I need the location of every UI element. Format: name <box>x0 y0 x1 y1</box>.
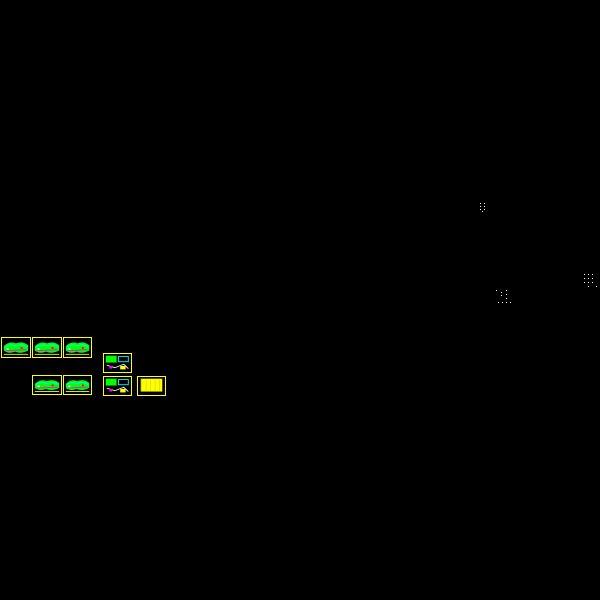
marker-dot <box>584 282 585 283</box>
plan-mark <box>37 385 40 388</box>
plan-line <box>66 382 89 385</box>
drawing-sheet-3[interactable] <box>63 337 92 358</box>
point-markers-a <box>480 203 488 213</box>
plan-line <box>67 349 88 352</box>
drawing-sheet-8[interactable] <box>137 376 166 396</box>
plan-fill <box>34 380 60 390</box>
marker-dot <box>592 274 593 275</box>
marker-dot <box>480 203 481 204</box>
plan-line <box>36 349 58 352</box>
marker-dot <box>584 274 585 275</box>
drawing-sheet-4[interactable] <box>32 375 62 395</box>
sheet-linework <box>140 378 163 392</box>
marker-dot <box>592 278 593 279</box>
detail-mark <box>109 389 113 392</box>
plan-fill <box>65 380 90 390</box>
plan-fill <box>34 342 60 353</box>
marker-dot <box>510 302 511 303</box>
marker-dot <box>506 290 507 291</box>
plan-mark <box>68 347 71 350</box>
plan-line <box>35 344 59 348</box>
marker-dot <box>588 278 589 279</box>
drawing-sheet-1[interactable] <box>1 337 31 358</box>
plan-line <box>36 386 58 389</box>
detail-fill <box>105 378 117 386</box>
marker-dot <box>480 209 481 210</box>
marker-dot <box>496 290 497 291</box>
sheet-linework <box>34 380 60 392</box>
sheet-linework <box>65 380 90 392</box>
point-markers-c <box>584 274 598 290</box>
marker-dot <box>588 286 589 287</box>
plan-fill <box>65 342 90 353</box>
marker-dot <box>506 298 507 299</box>
marker-dot <box>484 206 485 207</box>
detail-box <box>117 379 129 386</box>
detail-mark <box>109 366 113 369</box>
marker-dot <box>484 203 485 204</box>
marker-dot <box>502 302 503 303</box>
marker-dot <box>592 282 593 283</box>
detail-box <box>117 356 129 363</box>
marker-dot <box>480 206 481 207</box>
sheet-linework <box>65 342 90 355</box>
plan-mark <box>68 385 71 388</box>
plan-line <box>67 386 88 389</box>
plan-mark <box>82 347 84 349</box>
point-markers-b <box>496 290 514 306</box>
sheet-linework <box>105 378 129 393</box>
plan-line <box>66 344 89 348</box>
marker-dot <box>501 292 502 293</box>
drawing-sheet-6[interactable] <box>103 353 132 373</box>
marker-dot <box>588 274 589 275</box>
detail-mark <box>120 389 126 393</box>
plan-mark <box>37 347 40 350</box>
plan-line <box>5 349 27 352</box>
marker-dot <box>588 282 589 283</box>
marker-dot <box>506 302 507 303</box>
marker-dot <box>584 278 585 279</box>
marker-dot <box>482 211 483 212</box>
sheet-linework <box>105 355 129 370</box>
plan-mark <box>51 384 54 387</box>
sheet-linework <box>34 342 60 355</box>
marker-dot <box>506 294 507 295</box>
marker-dot <box>596 286 597 287</box>
marker-dot <box>484 209 485 210</box>
plan-line <box>4 344 28 348</box>
sheet-linework <box>3 342 29 355</box>
drawing-sheet-7[interactable] <box>103 376 132 396</box>
detail-fill <box>105 355 117 363</box>
plan-mark <box>20 347 23 349</box>
marker-dot <box>498 302 499 303</box>
plan-fill <box>3 342 29 353</box>
plan-mark <box>82 384 84 387</box>
drawing-sheet-5[interactable] <box>63 375 92 395</box>
marker-dot <box>501 295 502 296</box>
plan-mark <box>51 347 54 349</box>
plan-mark <box>6 347 9 350</box>
detail-mark <box>120 366 126 370</box>
drawing-sheet-2[interactable] <box>32 337 62 358</box>
hatch-fill <box>140 378 163 392</box>
plan-line <box>35 382 59 385</box>
